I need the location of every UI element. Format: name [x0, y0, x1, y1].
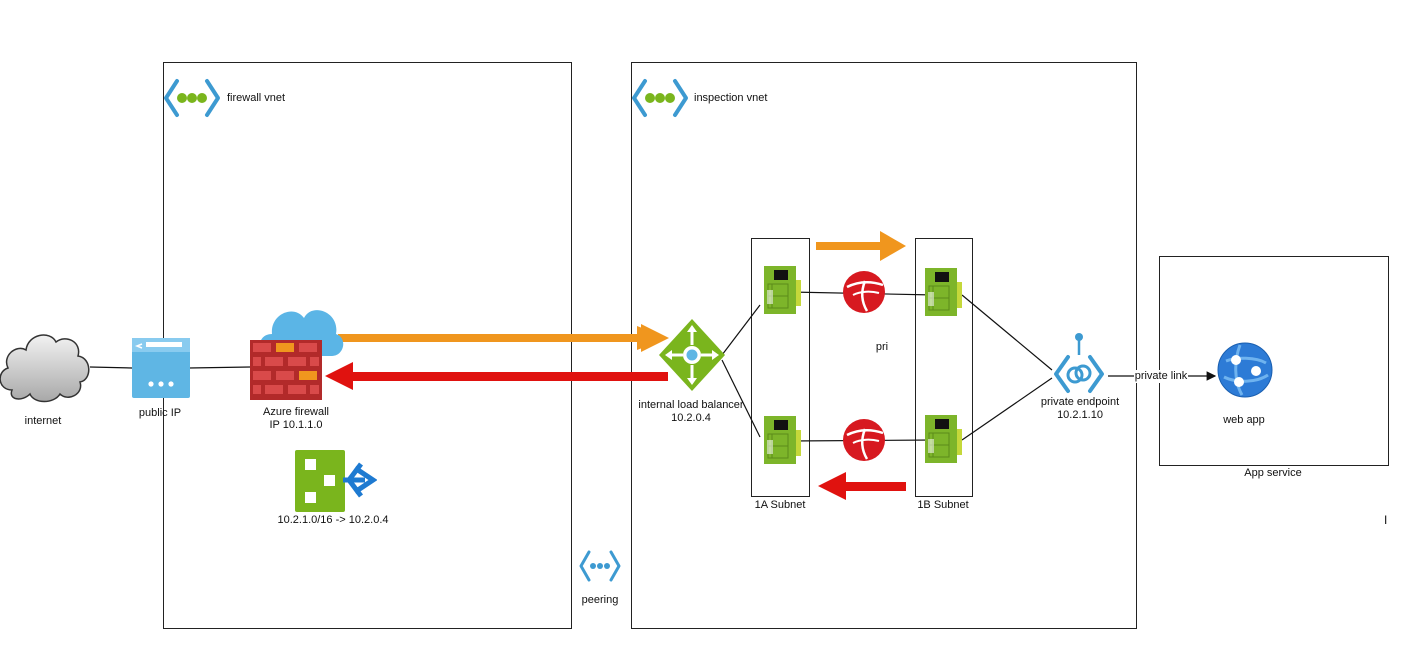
- nic-1a-top-icon: [764, 266, 802, 321]
- firewall-vnet-title: firewall vnet: [227, 92, 286, 104]
- web-app-label: web app: [1223, 414, 1265, 426]
- subnet-1a-box: [751, 238, 810, 497]
- subnet-1a-label: 1A Subnet: [754, 499, 806, 511]
- pri-label: pri: [875, 341, 889, 353]
- private-endpoint-icon: [1052, 331, 1110, 400]
- app-service-box: [1159, 256, 1389, 466]
- private-endpoint-ip: 10.2.1.10: [1057, 409, 1103, 421]
- public-ip-icon: [132, 338, 190, 403]
- private-link-label: private link: [1134, 370, 1188, 383]
- internet-cloud-icon: [0, 320, 94, 415]
- peering-label: peering: [581, 594, 619, 606]
- internet-to-public-ip-line: [89, 366, 133, 369]
- load-balancer-icon: [657, 317, 727, 398]
- security-appliance-top-icon: [841, 269, 887, 320]
- peering-icon: [578, 549, 622, 588]
- inspection-vnet-title: inspection vnet: [694, 92, 768, 104]
- azure-firewall-ip: IP 10.1.1.0: [269, 419, 323, 431]
- public-ip-label: public IP: [138, 407, 182, 419]
- private-endpoint-label: private endpoint 10.2.1.10: [1030, 396, 1130, 422]
- internet-label: internet: [24, 415, 62, 427]
- red-arrow-1b-to-1a: [818, 472, 906, 500]
- load-balancer-name: internal load balancer: [638, 399, 744, 411]
- 1b-bottom-to-endpoint-line: [961, 377, 1053, 441]
- azure-firewall-name: Azure firewall: [262, 406, 330, 418]
- inspection-vnet-icon: [631, 77, 689, 124]
- subnet-1b-label: 1B Subnet: [917, 499, 969, 511]
- subnet-1b-box: [915, 238, 973, 497]
- ilb-to-1a-bottom-line: [721, 359, 761, 438]
- nic-1b-bottom-icon: [925, 415, 963, 470]
- app-service-label: App service: [1244, 467, 1302, 479]
- red-arrow-to-firewall: [325, 362, 668, 390]
- orange-arrow-1a-to-1b: [816, 231, 906, 261]
- firewall-vnet-icon: [163, 77, 221, 124]
- inspection-vnet-box: [631, 62, 1137, 629]
- route-table-icon: [295, 450, 378, 517]
- text-cursor-mark: I: [1384, 513, 1388, 527]
- public-ip-to-firewall-line: [188, 366, 251, 369]
- ilb-to-1a-top-line: [721, 304, 761, 356]
- 1b-top-to-endpoint-line: [961, 294, 1053, 371]
- private-endpoint-name: private endpoint: [1040, 396, 1120, 408]
- orange-arrow-to-ilb: [338, 324, 669, 352]
- azure-firewall-icon: [250, 294, 345, 409]
- web-app-icon: [1216, 341, 1274, 404]
- nic-1a-bottom-icon: [764, 416, 802, 471]
- flow-arrows: [325, 231, 906, 500]
- azure-firewall-label: Azure firewall IP 10.1.1.0: [246, 406, 346, 432]
- security-appliance-bottom-icon: [841, 417, 887, 468]
- nic-1b-top-icon: [925, 268, 963, 323]
- route-table-label: 10.2.1.0/16 -> 10.2.0.4: [277, 514, 389, 526]
- load-balancer-ip: 10.2.0.4: [671, 412, 711, 424]
- load-balancer-label: internal load balancer 10.2.0.4: [631, 399, 751, 425]
